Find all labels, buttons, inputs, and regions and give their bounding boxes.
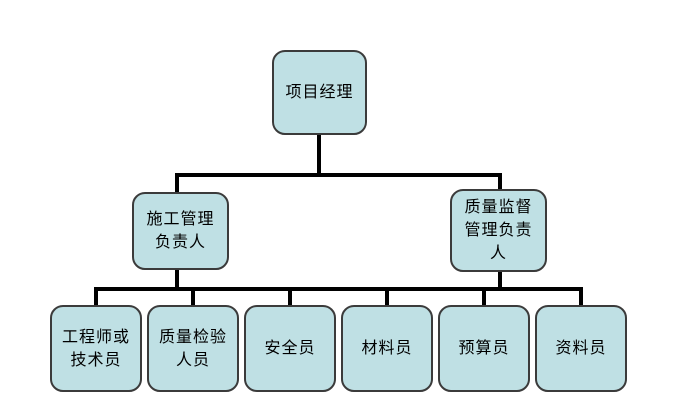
org-node-quality-supervision-leader: 质量监督 管理负责 人 — [450, 189, 547, 272]
org-node-budget-officer: 预算员 — [438, 305, 530, 392]
connector-level2-left-drop — [175, 173, 179, 193]
org-node-quality-inspector: 质量检验 人员 — [147, 305, 239, 392]
connector-root-stem — [317, 133, 321, 175]
org-node-construction-management-leader: 施工管理 负责人 — [132, 192, 229, 270]
org-node-engineer-technician: 工程师或 技术员 — [50, 305, 142, 392]
connector-level2-right-stem — [498, 269, 502, 291]
connector-level2-left-stem — [175, 267, 179, 291]
connector-level3-drop-2 — [191, 287, 195, 306]
connector-level2-right-drop — [498, 173, 502, 190]
org-node-safety-officer: 安全员 — [244, 305, 336, 392]
connector-level3-hline — [94, 287, 583, 291]
connector-level3-drop-5 — [482, 287, 486, 306]
org-node-project-manager: 项目经理 — [272, 50, 367, 135]
org-node-material-officer: 材料员 — [341, 305, 433, 392]
connector-level3-drop-6 — [579, 287, 583, 306]
connector-level3-drop-3 — [288, 287, 292, 306]
connector-level2-hline — [175, 173, 502, 177]
org-node-document-officer: 资料员 — [535, 305, 627, 392]
connector-level3-drop-4 — [385, 287, 389, 306]
connector-level3-drop-1 — [94, 287, 98, 306]
